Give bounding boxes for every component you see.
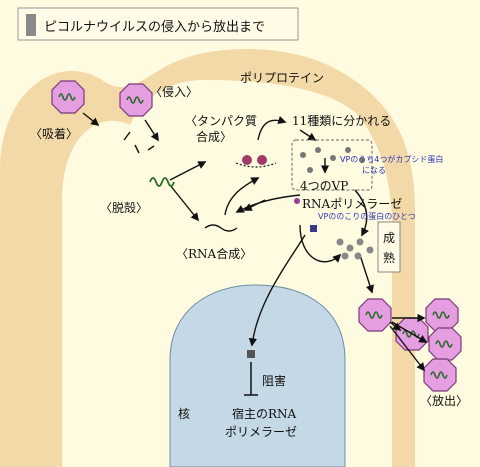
arrow-to-rna-synth: [169, 184, 200, 222]
virion-adsorbing: [51, 80, 85, 114]
assembly-cluster: [336, 238, 374, 260]
label-rna-synthesis: 〈RNA合成〉: [176, 246, 252, 261]
label-rna-polymerase: RNAポリメラーゼ: [302, 197, 402, 211]
inhibitor-marker: [247, 350, 255, 358]
annotation-vp-capsid-2: になる: [362, 166, 386, 175]
annotation-vp-rest: VPののこりの蛋白のひとつ: [318, 211, 416, 221]
arrow-protease-to-nucleus: [248, 234, 306, 347]
label-entry: 〈侵入〉: [150, 84, 198, 99]
title-box: ピコルナウイルスの侵入から放出まで: [17, 7, 299, 41]
label-polyprotein: ポリプロテイン: [240, 71, 324, 85]
label-release: 〈放出〉: [420, 393, 468, 408]
arrow-ribosome-to-polyprotein: [257, 116, 287, 141]
maturation-box: [377, 221, 401, 273]
ribosomes: [242, 155, 267, 165]
arrow-release-3: [389, 325, 426, 372]
label-adsorption: 〈吸着〉: [30, 126, 78, 141]
virion-released-1: [425, 298, 459, 332]
label-cleavage: 11種類に分かれる: [292, 114, 391, 128]
page-title: ピコルナウイルスの侵入から放出まで: [44, 19, 265, 35]
virion-released-2: [428, 327, 462, 361]
capsid-fragments: [123, 131, 155, 154]
arrow-polyprotein-to-cleavage: [299, 129, 317, 141]
genome-rna-coil: [149, 177, 175, 187]
arrow-rna-to-translation: [224, 177, 260, 216]
virion-released-3: [423, 358, 457, 392]
label-protein-synthesis-2: 合成〉: [196, 129, 232, 144]
new-rna-strand: [204, 224, 238, 232]
cleavage-products: [291, 139, 373, 191]
label-four-vp: 4つのVP: [300, 179, 348, 193]
arrow-entry: [144, 119, 159, 142]
label-protein-synthesis-1: 〈タンパク質: [185, 113, 257, 128]
label-host-rna-pol-1: 宿主のRNA: [232, 406, 297, 421]
label-maturation-1: 成: [383, 231, 395, 245]
inhibition-line: [244, 362, 258, 396]
label-maturation-2: 熟: [383, 250, 395, 265]
arrow-rnapol-to-assembly: [299, 224, 342, 263]
label-nucleus: 核: [178, 407, 190, 421]
arrow-release-4: [389, 321, 402, 332]
protease-marker: [310, 225, 317, 232]
mrna-under-ribosomes: [235, 162, 277, 168]
label-host-rna-pol-2: ポリメラーゼ: [225, 425, 297, 439]
label-inhibition: 阻害: [262, 373, 286, 388]
vp-purple-dot: [294, 198, 300, 204]
virion-mature: [358, 298, 392, 332]
arrow-adsorb: [82, 112, 100, 127]
label-uncoating: 〈脱殻〉: [100, 200, 148, 215]
nucleus: [169, 284, 346, 467]
annotation-vp-capsid-1: VPのうち4つがカプシド蛋白: [340, 154, 443, 164]
virion-entering: [119, 83, 153, 117]
arrow-assembly-to-maturation: [359, 254, 374, 294]
arrow-vp-to-assembly: [354, 189, 369, 237]
arrow-rnapol-to-left: [243, 199, 266, 211]
arrow-to-translation: [169, 161, 207, 181]
